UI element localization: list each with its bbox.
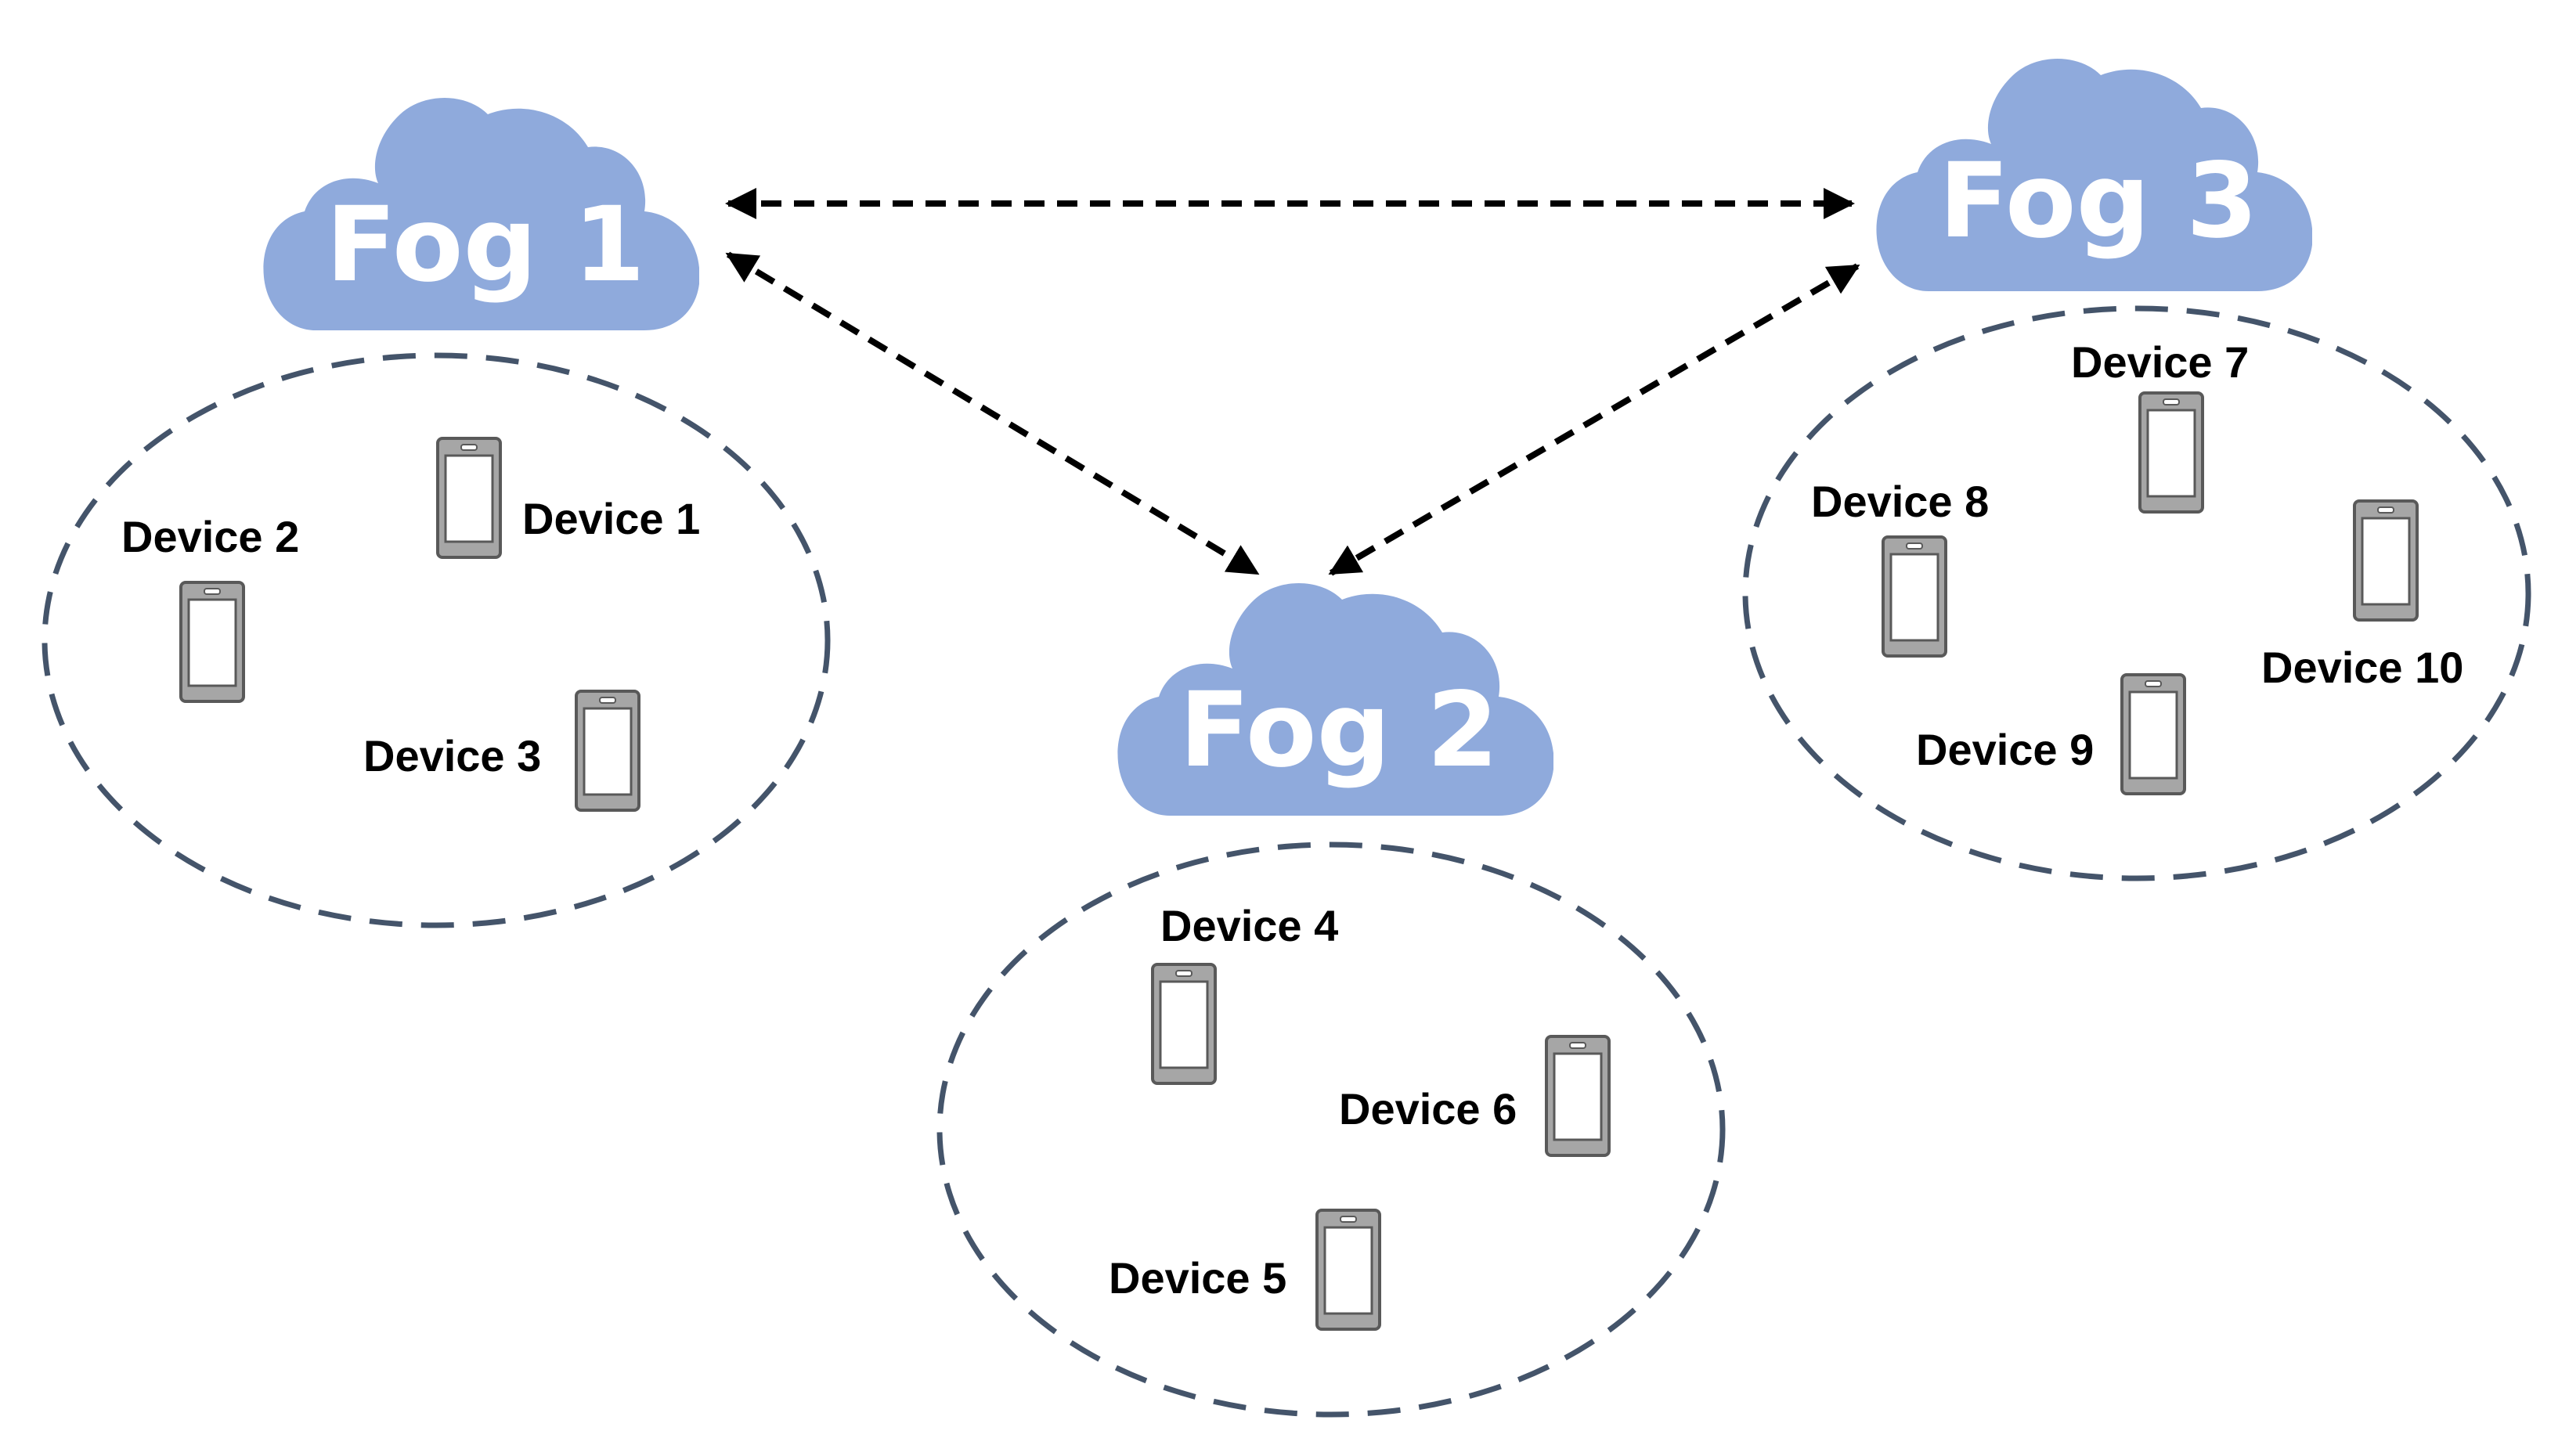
fog3-cluster [1742, 305, 2531, 881]
fog-1-label: Fog 1 [326, 185, 645, 305]
device-4: Device 4 [1151, 901, 1338, 1085]
smartphone-icon [2120, 673, 2186, 795]
fog-2: Fog 2 [1117, 583, 1553, 816]
device-7: Device 7 [2071, 337, 2249, 514]
fog-3-label: Fog 3 [1939, 141, 2258, 261]
smartphone-icon [1151, 963, 1217, 1085]
smartphone-icon [436, 437, 502, 559]
device-4-label: Device 4 [1160, 901, 1338, 950]
device-9: Device 9 [1916, 673, 2186, 795]
link-fog3-fog2 [1328, 263, 1860, 576]
device-10: Device 10 [2261, 499, 2463, 692]
device-8: Device 8 [1811, 477, 1989, 658]
fog-2-label: Fog 2 [1179, 670, 1499, 791]
device-1-label: Device 1 [522, 494, 700, 543]
device-1: Device 1 [436, 437, 700, 559]
fog-3: Fog 3 [1876, 59, 2312, 291]
smartphone-icon [1545, 1035, 1611, 1157]
device-6: Device 6 [1339, 1035, 1611, 1157]
device-9-label: Device 9 [1916, 725, 2094, 774]
device-3-label: Device 3 [363, 731, 541, 780]
smartphone-icon [1315, 1209, 1381, 1331]
device-10-label: Device 10 [2261, 643, 2463, 692]
devices: Device 1 Device 2 Device 3 [121, 337, 2463, 1331]
smartphone-icon [2138, 391, 2204, 514]
fog2-cluster [936, 842, 1726, 1418]
links [725, 188, 1860, 576]
device-3: Device 3 [363, 690, 640, 812]
smartphone-icon [179, 581, 245, 703]
device-7-label: Device 7 [2071, 337, 2249, 387]
smartphone-icon [1882, 535, 1947, 658]
device-2-label: Device 2 [121, 512, 299, 561]
device-5: Device 5 [1109, 1209, 1381, 1331]
clusters [41, 305, 2531, 1418]
smartphone-icon [575, 690, 640, 812]
smartphone-icon [2353, 499, 2419, 622]
device-6-label: Device 6 [1339, 1084, 1517, 1133]
fog1-cluster [41, 352, 831, 928]
device-5-label: Device 5 [1109, 1253, 1286, 1303]
device-2: Device 2 [121, 512, 299, 703]
device-8-label: Device 8 [1811, 477, 1989, 526]
fog-1: Fog 1 [263, 98, 699, 330]
link-fog1-fog2 [725, 251, 1260, 576]
